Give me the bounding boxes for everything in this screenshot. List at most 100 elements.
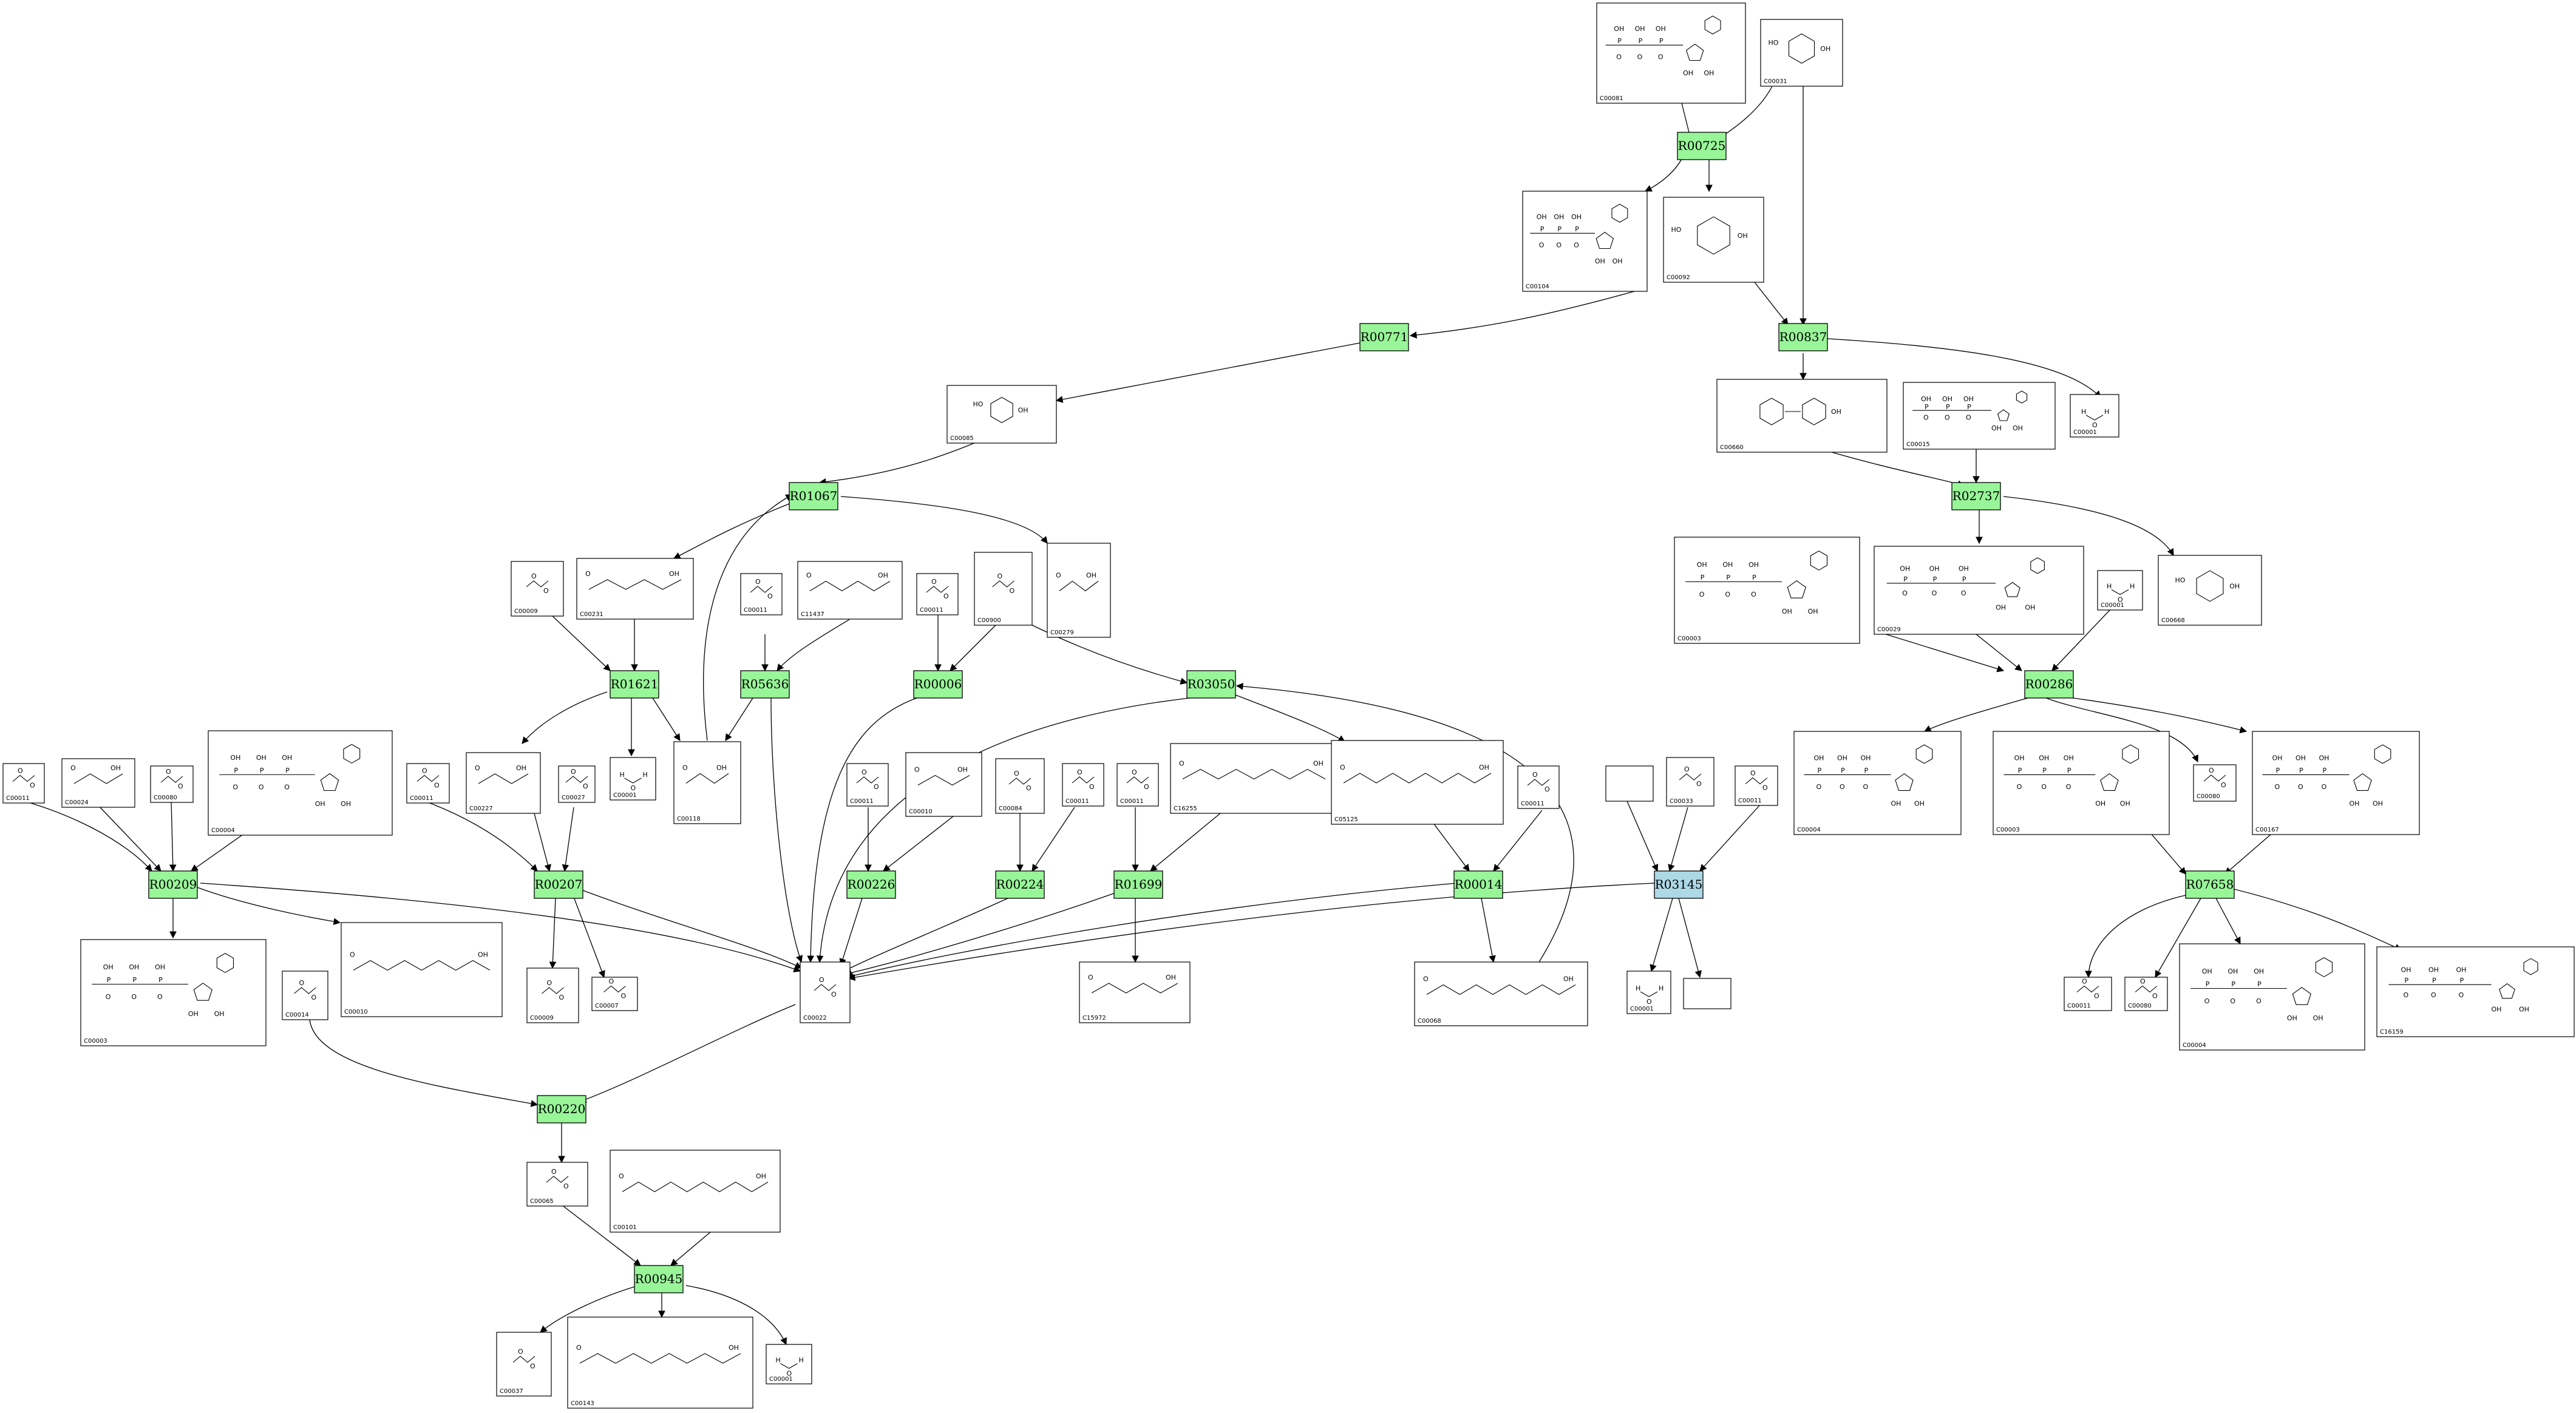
reaction-r01621[interactable]: R01621 xyxy=(610,670,659,699)
reaction-r00286[interactable]: R00286 xyxy=(2024,670,2074,699)
svg-text:O: O xyxy=(1945,414,1950,422)
svg-text:O: O xyxy=(2322,783,2327,791)
reaction-r03050[interactable]: R03050 xyxy=(1186,670,1236,699)
svg-text:P: P xyxy=(1946,403,1950,411)
compound-label: C00011 xyxy=(1065,798,1089,805)
reaction-r07658[interactable]: R07658 xyxy=(2185,870,2235,899)
reaction-r02737[interactable]: R02737 xyxy=(1951,482,2001,510)
svg-text:O: O xyxy=(434,782,440,790)
atom-h: H xyxy=(2081,408,2086,416)
reaction-r00014[interactable]: R00014 xyxy=(1453,870,1503,899)
reaction-r01699[interactable]: R01699 xyxy=(1113,870,1163,899)
reaction-r03145[interactable]: R03145 xyxy=(1654,870,1704,899)
reaction-r00224[interactable]: R00224 xyxy=(995,870,1045,899)
compound-empty[interactable] xyxy=(1683,978,1731,1009)
svg-text:O: O xyxy=(166,768,171,776)
compound-label: C00084 xyxy=(999,805,1022,812)
reaction-r00226[interactable]: R00226 xyxy=(846,870,896,899)
reaction-r01067[interactable]: R01067 xyxy=(789,482,838,510)
reaction-r00006[interactable]: R00006 xyxy=(913,670,963,699)
reaction-r00725[interactable]: R00725 xyxy=(1677,132,1727,160)
edge-r00286-c00167 xyxy=(2064,696,2248,734)
compound-label: C00004 xyxy=(1797,827,1821,833)
svg-text:OH: OH xyxy=(230,754,240,762)
reaction-r00837[interactable]: R00837 xyxy=(1778,323,1828,351)
compound-box xyxy=(673,741,741,824)
svg-text:OH: OH xyxy=(2039,754,2049,762)
reaction-r00220[interactable]: R00220 xyxy=(537,1095,586,1123)
compound-label: C00092 xyxy=(1667,274,1690,281)
reaction-r00945[interactable]: R00945 xyxy=(634,1265,684,1293)
edge-r00014-c00068 xyxy=(1481,898,1496,963)
reaction-r00771[interactable]: R00771 xyxy=(1359,323,1409,351)
compound-empty[interactable] xyxy=(1605,765,1654,802)
svg-text:P: P xyxy=(234,767,238,774)
reaction-r05636[interactable]: R05636 xyxy=(740,670,790,699)
reaction-r00207[interactable]: R00207 xyxy=(534,870,583,899)
compound-box xyxy=(526,1162,588,1207)
compound-box xyxy=(576,558,694,620)
reaction-r00209[interactable]: R00209 xyxy=(148,870,198,899)
